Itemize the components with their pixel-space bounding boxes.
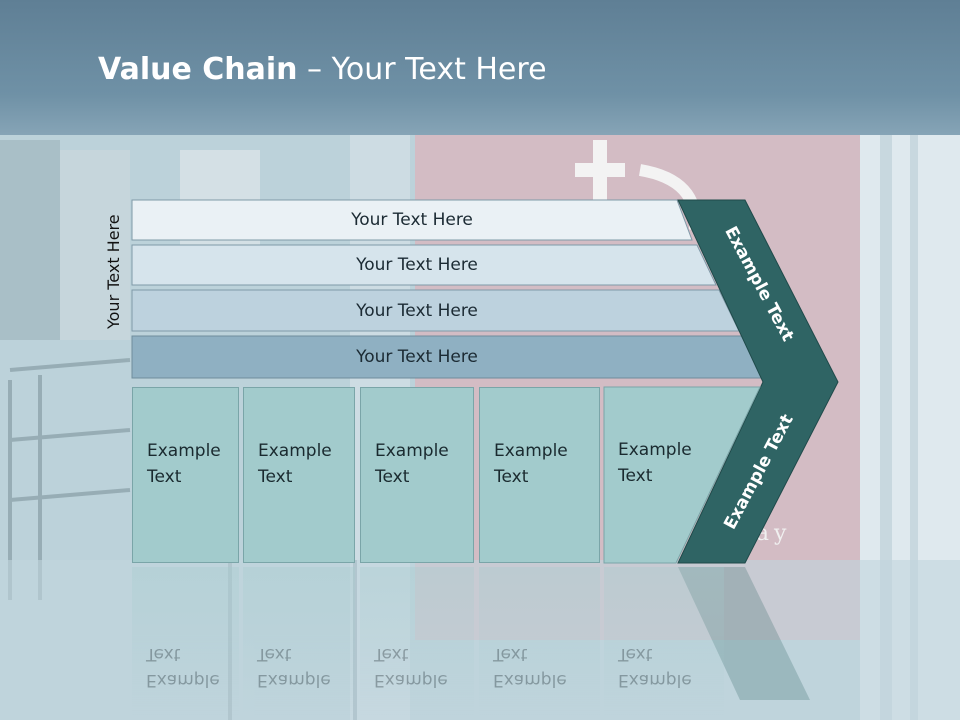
side-label: Your Text Here [104, 214, 123, 329]
arrow-chevron [677, 199, 839, 564]
bar-4-label: Your Text Here [356, 347, 478, 367]
title-rest: – Your Text Here [297, 52, 547, 87]
arrow-reflection [678, 567, 810, 700]
title-bar [0, 0, 960, 135]
slide-title: Value Chain – Your Text Here [98, 52, 547, 87]
bar-1-shape [131, 199, 693, 241]
bar-3: Your Text Here [132, 290, 702, 331]
bar-3-label: Your Text Here [356, 300, 478, 321]
bar-2-label: Your Text Here [356, 255, 478, 275]
bar-1-label: Your Text Here [351, 210, 473, 230]
title-bold: Value Chain [98, 52, 298, 87]
bar-1: Your Text Here [132, 200, 692, 240]
bar-2-shape [131, 244, 717, 286]
bar-2: Your Text Here [132, 245, 702, 285]
box-5-shape [603, 386, 761, 564]
bar-4: Your Text Here [132, 336, 702, 378]
